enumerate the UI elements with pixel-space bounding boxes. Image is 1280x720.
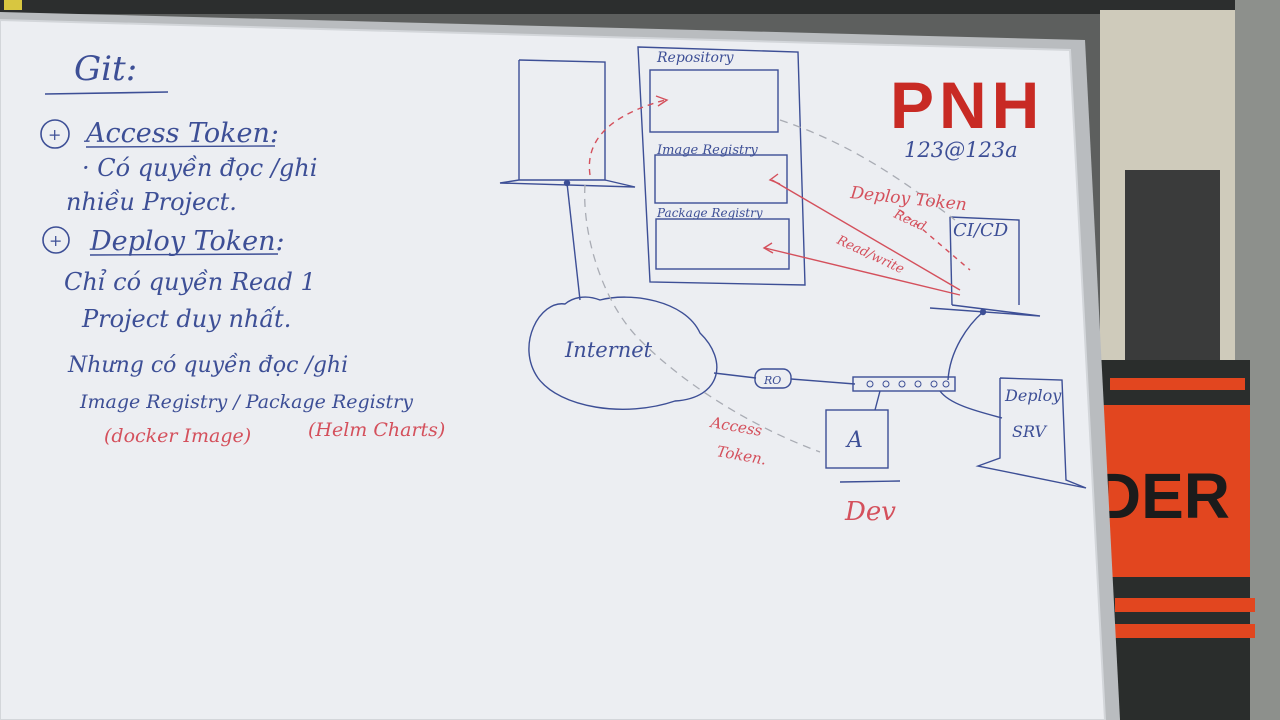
title-git: Git: — [74, 49, 137, 89]
token-flows — [588, 95, 971, 296]
access-token-path — [584, 119, 956, 453]
git-server-box — [518, 59, 606, 181]
sticker — [4, 0, 22, 10]
deploy-line-3: Nhưng có quyền đọc /ghi — [67, 352, 348, 378]
dev-machine-box — [825, 409, 889, 469]
note-helm-charts: (Helm Charts) — [308, 419, 445, 441]
label-repository: Repository — [656, 50, 735, 66]
label-dev: Dev — [844, 497, 896, 527]
note-docker-image: (docker Image) — [104, 425, 251, 447]
label-deploy-srv-2: SRV — [1012, 422, 1047, 441]
door-sign-text: DER — [1095, 460, 1230, 532]
label-cicd: CI/CD — [953, 220, 1009, 241]
access-line-1: · Có quyền đọc /ghi — [82, 154, 317, 182]
deploy-token-heading: Deploy Token: — [89, 226, 285, 257]
door-stripe — [1110, 378, 1245, 390]
ceiling — [0, 0, 1280, 14]
shelf-unit — [1125, 170, 1220, 370]
label-package-registry: Package Registry — [656, 206, 763, 220]
door-stripe — [1115, 598, 1255, 612]
notes: Git: + Access Token: · Có quyền đọc /ghi… — [40, 49, 413, 413]
door-stripe — [1115, 624, 1255, 638]
network-diagram — [499, 46, 1087, 489]
label-internet: Internet — [564, 338, 653, 362]
label-dev-box: A — [845, 428, 863, 453]
image-registry-box — [654, 154, 788, 204]
access-line-2: nhiều Project. — [66, 188, 237, 216]
pnh-logo: PNH — [890, 68, 1044, 142]
deploy-line-4: Image Registry / Package Registry — [79, 391, 413, 413]
git-project-container — [637, 46, 806, 286]
door-sign-panel — [1100, 405, 1250, 577]
package-registry-box — [655, 218, 790, 270]
svg-text:+: + — [49, 231, 62, 250]
label-deploy-srv: Deploy — [1004, 386, 1062, 405]
access-token-heading: Access Token: — [83, 118, 279, 149]
deploy-line-1: Chỉ có quyền Read 1 — [64, 268, 316, 296]
plus-icon — [40, 119, 70, 149]
deploy-server-box — [975, 377, 1087, 489]
label-image-registry: Image Registry — [656, 143, 758, 158]
svg-text:+: + — [48, 125, 61, 144]
whiteboard-surface — [0, 20, 1105, 720]
repository-box — [649, 69, 779, 133]
cicd-box — [949, 216, 1020, 305]
switch-icon — [852, 376, 956, 392]
deploy-line-2: Project duy nhất. — [81, 305, 291, 333]
logo-subtext: 123@123a — [904, 138, 1018, 162]
internet-cloud — [528, 296, 718, 410]
router-icon — [754, 368, 792, 389]
label-router: RO — [763, 374, 781, 387]
plus-icon — [42, 226, 70, 254]
